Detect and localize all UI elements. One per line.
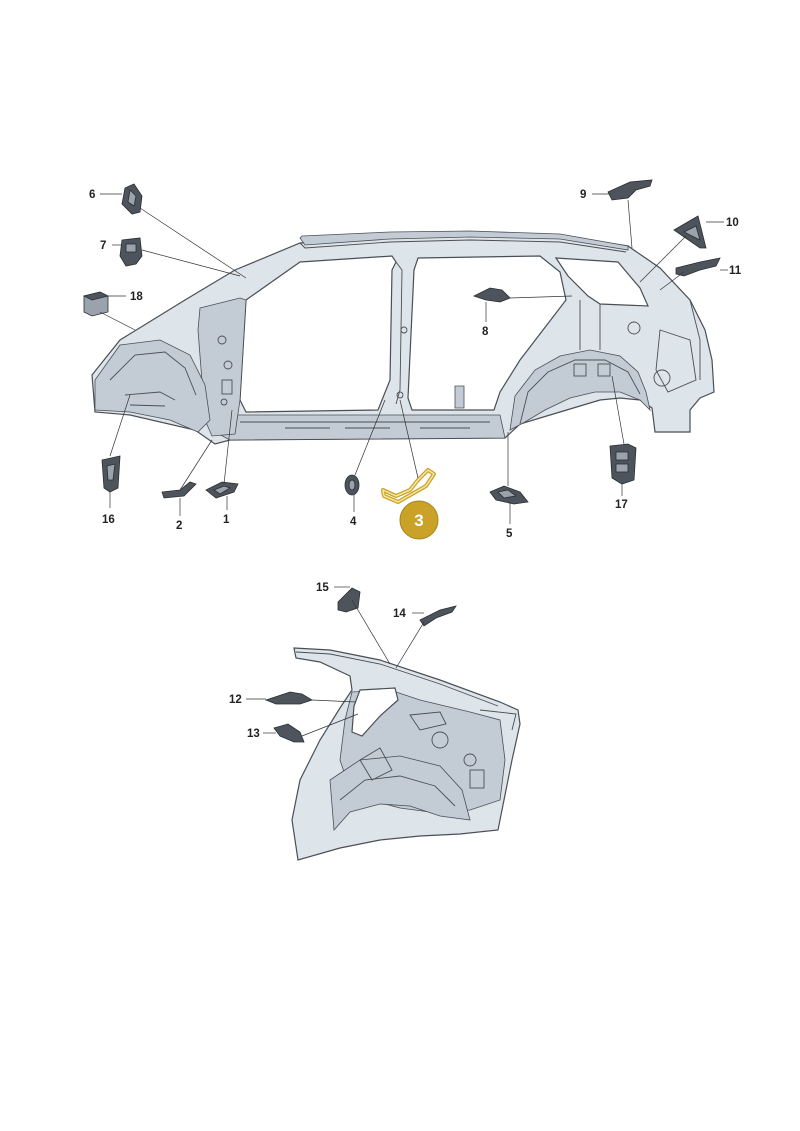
label-17: 17: [615, 499, 628, 511]
part-9: [607, 179, 653, 201]
label-12: 12: [229, 694, 242, 706]
part-14: [419, 605, 457, 627]
car-body-side-panel: [91, 230, 715, 445]
label-13: 13: [247, 728, 260, 740]
highlight-badge-3: 3: [399, 500, 439, 540]
badge-label-3: 3: [414, 511, 423, 530]
part-3-highlighted: [381, 468, 436, 504]
leader-lines-lower: [246, 586, 425, 737]
label-7: 7: [100, 240, 106, 252]
part-16: [101, 455, 121, 493]
label-15: 15: [316, 582, 329, 594]
part-4: [344, 474, 360, 496]
part-10: [673, 215, 707, 249]
callout-labels: 6 7 18 9 10 11 8 16 2 1 4 5 17: [89, 189, 742, 540]
part-2: [161, 481, 197, 499]
label-11: 11: [729, 265, 742, 277]
part-1: [205, 481, 239, 499]
label-18: 18: [130, 291, 143, 303]
part-15: [337, 587, 361, 613]
label-14: 14: [393, 608, 406, 620]
rear-quarter-detail: [291, 647, 521, 861]
leader-lines: [99, 193, 728, 524]
label-5: 5: [506, 528, 513, 540]
label-1: 1: [223, 514, 230, 526]
part-17: [609, 443, 637, 485]
part-12: [264, 691, 313, 705]
part-5: [489, 485, 529, 505]
label-8: 8: [482, 326, 489, 338]
callout-labels-lower: 15 14 12 13: [229, 582, 406, 740]
label-6: 6: [89, 189, 95, 201]
part-13: [273, 723, 305, 743]
label-2: 2: [176, 520, 182, 532]
label-4: 4: [350, 516, 357, 528]
part-6: [121, 183, 143, 215]
label-16: 16: [102, 514, 115, 526]
part-7: [119, 237, 143, 267]
part-18: [82, 291, 110, 317]
label-10: 10: [726, 217, 739, 229]
part-11: [675, 257, 721, 277]
label-9: 9: [580, 189, 586, 201]
